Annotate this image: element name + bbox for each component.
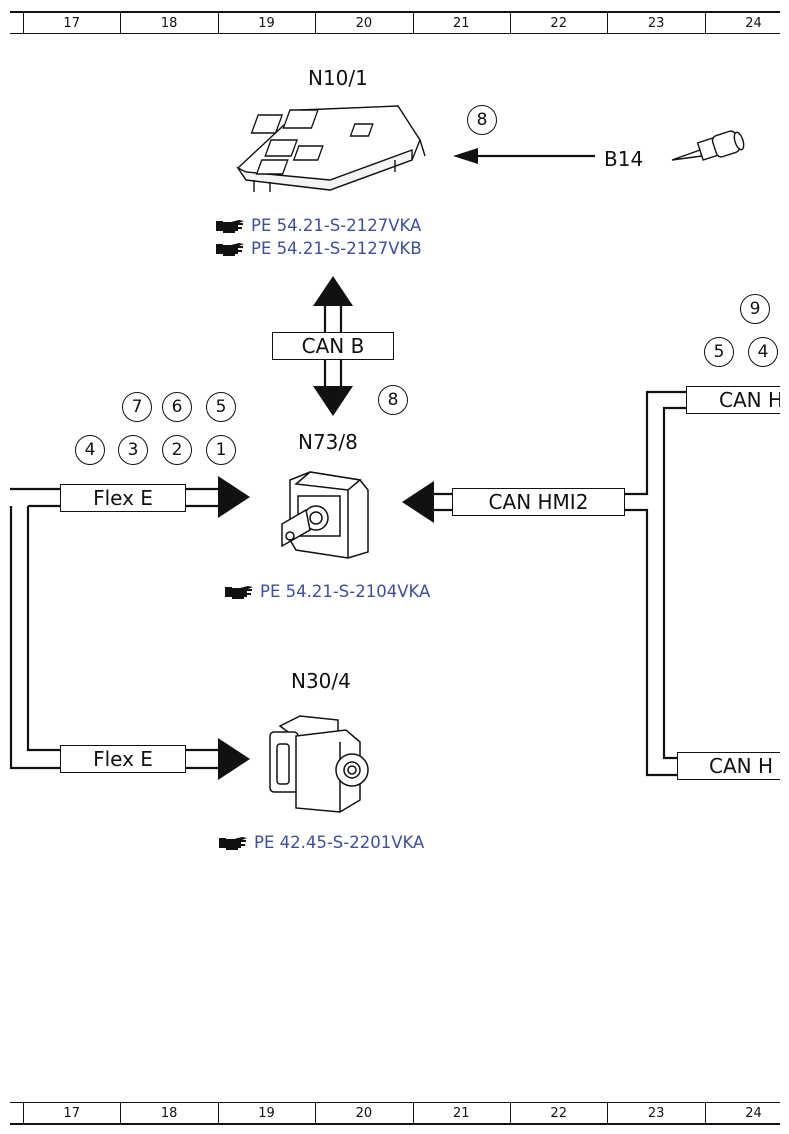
reference-text: PE 54.21-S-2104VKA [260,582,431,601]
can-b-bus-label: CAN B [272,332,394,360]
n73-8-ignition-switch-drawing [281,471,369,559]
can-bus-label: CAN H [677,752,780,780]
ruler-column-number: 23 [647,1105,665,1121]
ruler-column-number: 21 [453,1105,470,1121]
marker-circle: 6 [162,392,192,422]
reference-link[interactable]: PE 54.21-S-2127VKA [215,216,421,235]
can-b-arrow-down [313,386,353,416]
marker-circle: 1 [206,435,236,465]
n10-1-label: N10/1 [308,66,368,90]
ruler-tick [510,13,511,33]
n73-8-label: N73/8 [298,430,358,454]
pointing-hand-icon [224,584,254,600]
can-hmi2-arrow [402,481,434,523]
can-b-arrow-up [313,276,353,306]
column-ruler-top: 17 18 19 20 21 22 23 24 [10,11,780,34]
marker-circle: 8 [378,385,408,415]
reference-link[interactable]: PE 54.21-S-2127VKB [215,239,422,258]
ruler-column-number: 23 [647,15,665,31]
pointing-hand-icon [215,241,245,257]
ruler-column-number: 18 [160,15,178,31]
can-hmi2-wire [662,406,686,760]
reference-link[interactable]: PE 42.45-S-2201VKA [218,833,424,852]
marker-circle: 5 [206,392,236,422]
ruler-tick [315,13,317,33]
ruler-column-number: 22 [550,1105,567,1121]
ruler-tick [704,1103,706,1123]
marker-circle: 9 [740,294,770,324]
marker-circle: 3 [118,435,148,465]
flex-e-bus-label: Flex E [60,484,186,512]
can-hmi2-wire [624,508,678,777]
ruler-tick [217,13,219,33]
marker-circle: 8 [467,105,497,135]
ruler-column-number: 17 [63,15,80,31]
marker-circle: 4 [75,435,105,465]
pointing-hand-icon [215,218,245,234]
reference-text: PE 54.21-S-2127VKA [251,216,422,235]
reference-link[interactable]: PE 54.21-S-2104VKA [224,582,430,601]
ruler-column-number: 19 [258,1105,275,1121]
ruler-tick [412,1103,414,1123]
can-bus-label-clipped: CAN H [686,386,780,416]
ruler-column-number: 19 [258,15,275,31]
reference-text: PE 54.21-S-2127VKB [251,239,422,258]
ruler-column-number: 20 [355,1105,373,1121]
b14-sensor-drawing [671,130,745,161]
can-bus-label-clipped: CAN H [677,752,780,782]
ruler-tick [23,1103,24,1123]
ruler-tick [120,13,122,33]
ruler-tick [607,1103,609,1123]
ruler-tick [315,1103,317,1123]
ruler-tick [120,1103,122,1123]
n30-4-label: N30/4 [291,669,351,693]
flex-e-arrow [218,476,250,518]
b14-label: B14 [604,147,644,171]
marker-circle: 7 [122,392,152,422]
flex-e-bus-label: Flex E [60,745,186,773]
flex-e-wire [26,506,62,752]
b14-arrow-head [453,148,478,164]
ruler-tick [412,13,414,33]
ruler-column-number: 17 [63,1105,80,1121]
pointing-hand-icon [218,835,248,851]
n30-4-control-unit-drawing [269,715,369,813]
ruler-tick [704,13,706,33]
can-hmi2-bus-label: CAN HMI2 [452,488,625,516]
ruler-column-number: 22 [550,15,567,31]
column-ruler-bottom: 17 18 19 20 21 22 23 24 [10,1102,780,1125]
ruler-tick [23,13,24,33]
ruler-tick [217,1103,219,1123]
n10-1-module-drawing [235,105,426,192]
ruler-tick [607,13,609,33]
ruler-column-number: 21 [453,15,470,31]
marker-circle: 4 [748,337,778,367]
flex-e-arrow [218,738,250,780]
marker-circle: 5 [704,337,734,367]
ruler-column-number: 20 [355,15,373,31]
can-hmi2-wire [624,390,686,496]
reference-text: PE 42.45-S-2201VKA [254,833,425,852]
flex-e-wire [9,506,62,770]
marker-circle: 2 [162,435,192,465]
ruler-tick [510,1103,511,1123]
can-bus-label: CAN H [686,386,780,414]
ruler-column-number: 24 [745,15,762,31]
ruler-column-number: 18 [160,1105,178,1121]
ruler-column-number: 24 [745,1105,762,1121]
